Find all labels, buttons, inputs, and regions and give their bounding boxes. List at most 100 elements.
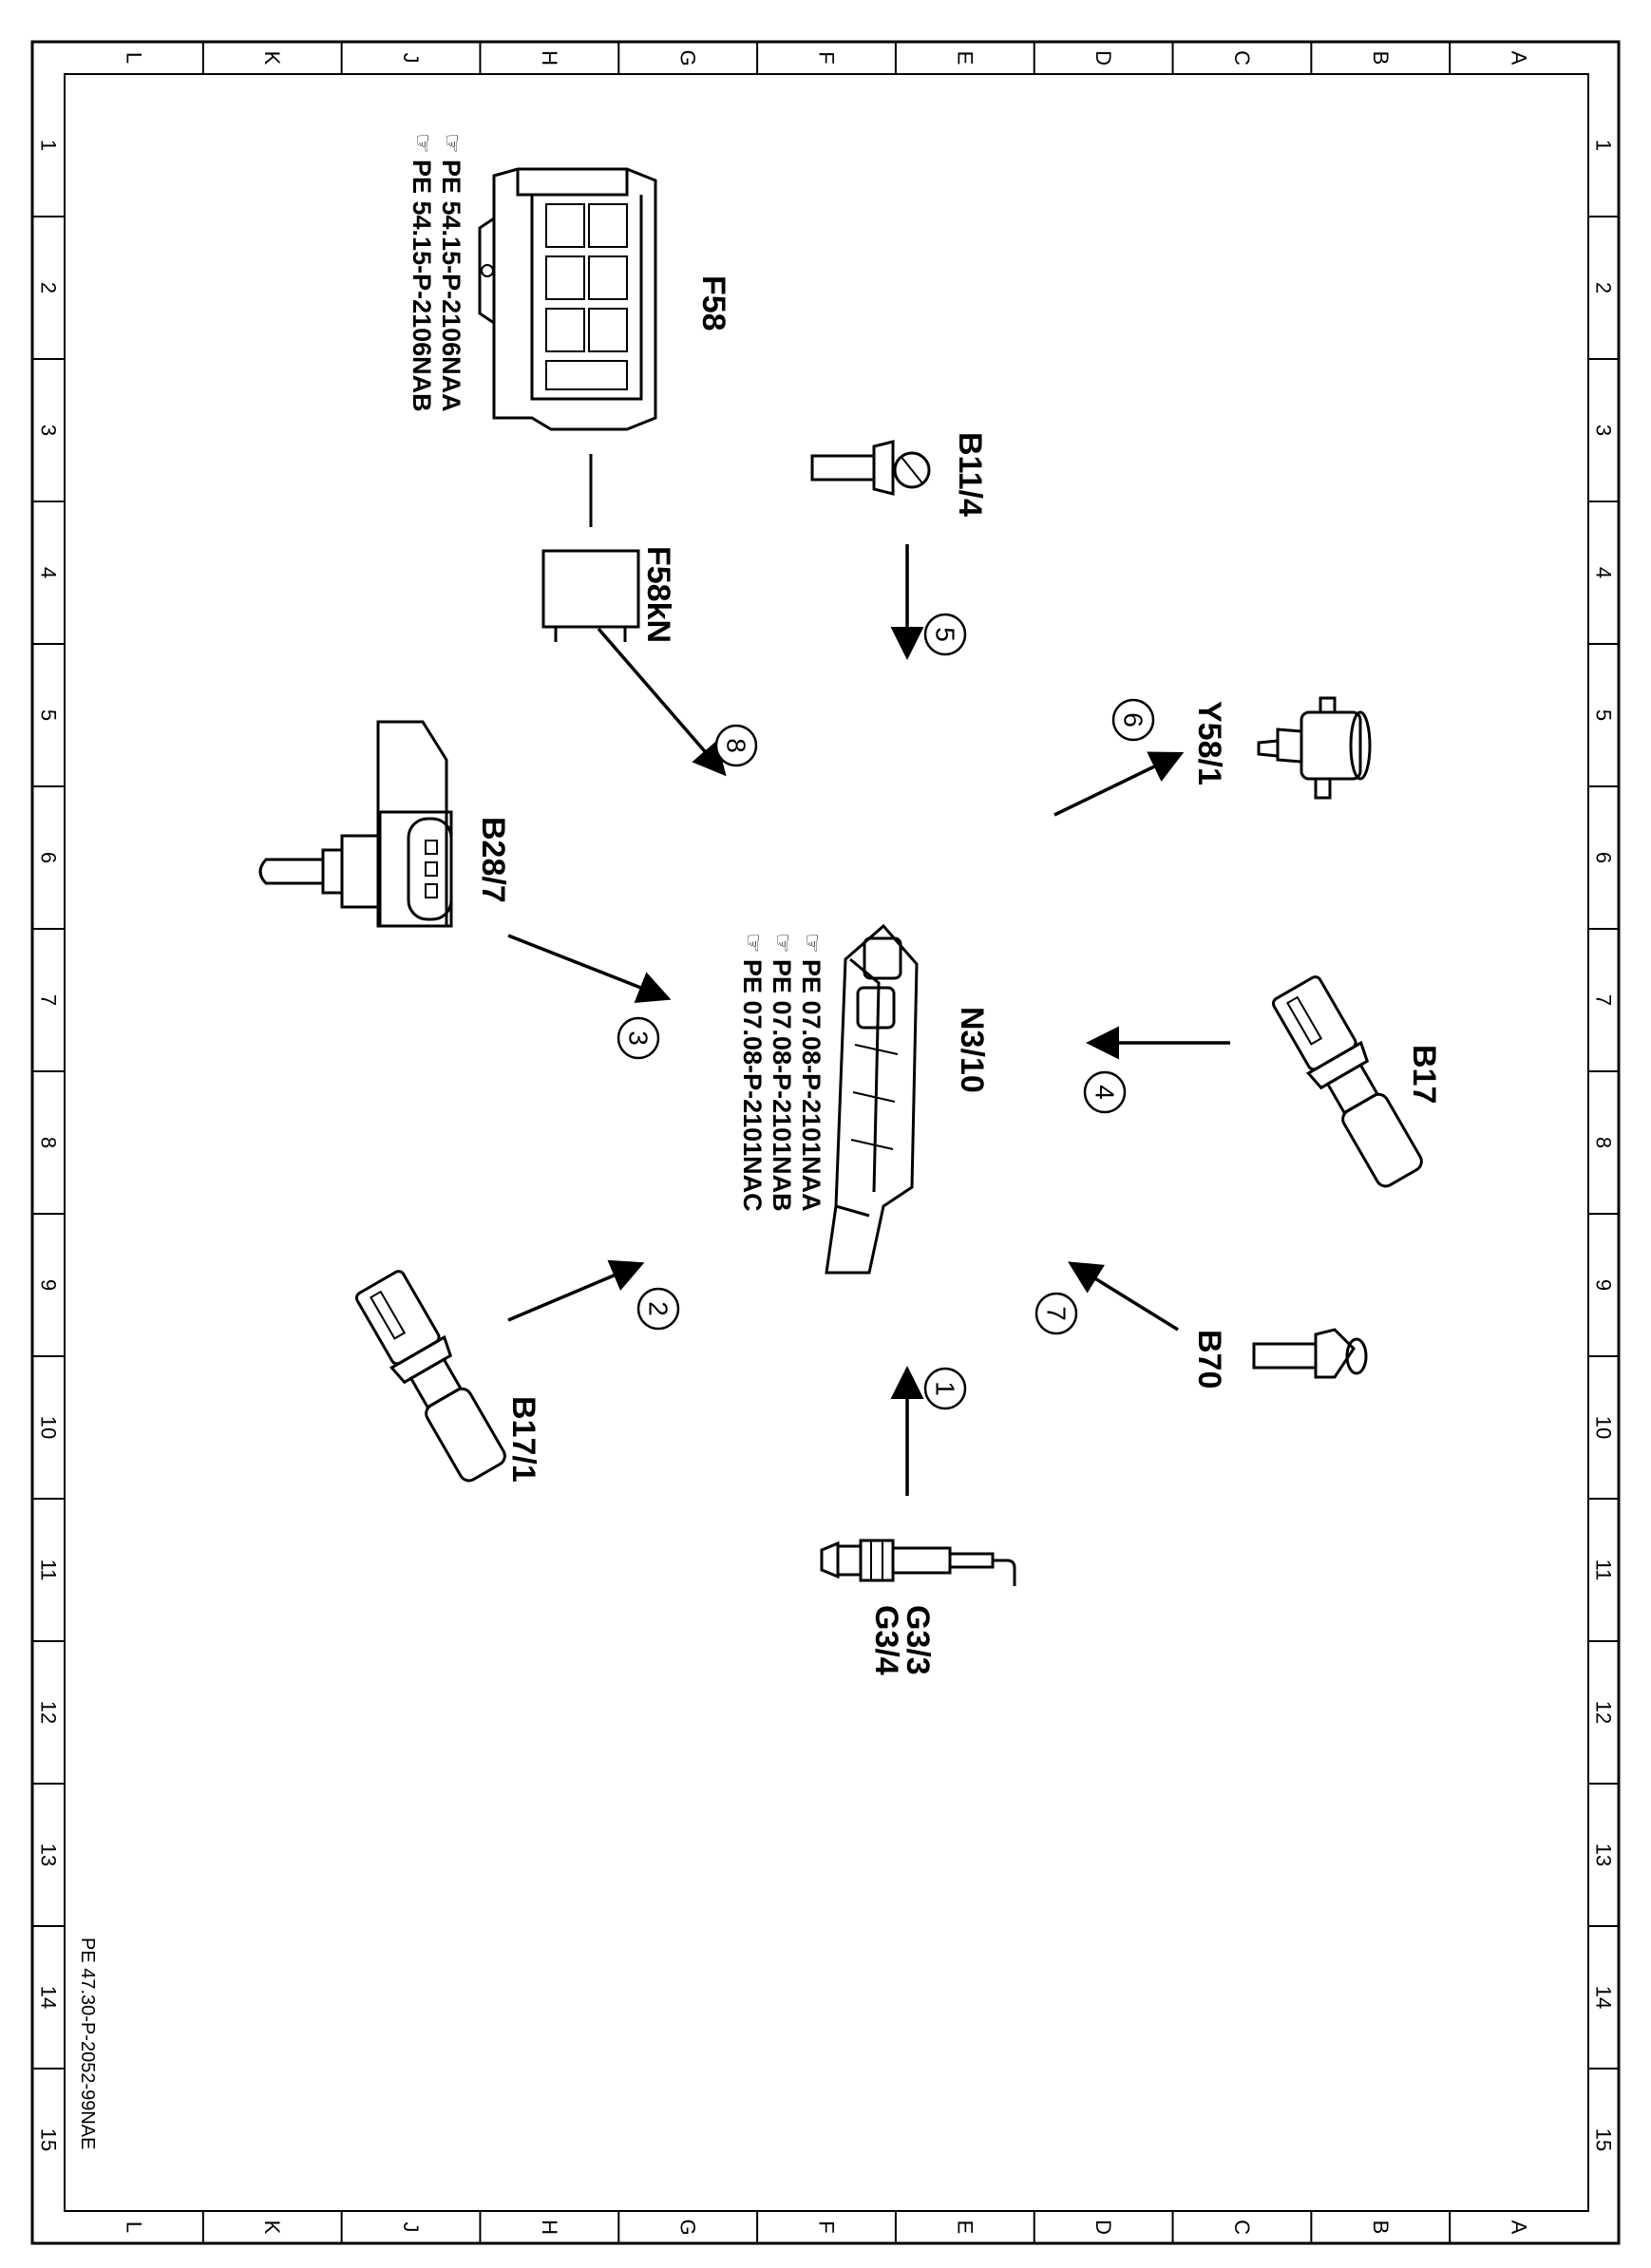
grid-number: 7 bbox=[37, 994, 61, 1006]
grid-number: 15 bbox=[37, 2128, 61, 2151]
n3-10-refs: PE 07.08-P-2101NAA PE 07.08-P-2101NAB PE… bbox=[738, 933, 826, 1212]
grid-number: 1 bbox=[1592, 140, 1616, 151]
n3-10-ref-2: PE 07.08-P-2101NAB bbox=[768, 959, 796, 1212]
grid-number: 5 bbox=[1592, 709, 1616, 721]
b11-4-sensor bbox=[810, 440, 931, 496]
grid-letter: K bbox=[260, 2221, 284, 2235]
grid-number: 10 bbox=[1592, 1416, 1616, 1439]
arrow-7 bbox=[1068, 1261, 1179, 1332]
n3-10-ref-3: PE 07.08-P-2101NAC bbox=[738, 959, 767, 1212]
g3-3-label: G3/3 bbox=[900, 1605, 936, 1675]
grid-letter: C bbox=[1230, 50, 1254, 66]
grid-letter: L bbox=[122, 2221, 145, 2233]
outer-frame bbox=[30, 40, 1621, 2245]
f58kn-label: F58kN bbox=[640, 546, 676, 643]
grid-number: 11 bbox=[1592, 1559, 1616, 1581]
grid-number: 12 bbox=[1592, 1701, 1616, 1724]
callout-8: 8 bbox=[714, 724, 758, 767]
f58-fuse-box bbox=[478, 167, 657, 431]
grid-ticks bbox=[32, 42, 1619, 2243]
grid-number: 13 bbox=[37, 1843, 61, 1866]
grid-number: 4 bbox=[37, 567, 61, 578]
grid-number: 13 bbox=[1592, 1843, 1616, 1866]
grid-letter: B bbox=[1369, 2221, 1393, 2235]
hand-pointer-icon: ☞ bbox=[799, 933, 826, 954]
grid-letter: H bbox=[538, 2220, 561, 2235]
inner-frame bbox=[64, 73, 1589, 2212]
arrow-2 bbox=[507, 1259, 645, 1322]
n3-10-ref-1: PE 07.08-P-2101NAA bbox=[797, 959, 826, 1212]
b11-4-label: B11/4 bbox=[952, 432, 988, 517]
g3-oxygen-sensor bbox=[820, 1539, 1016, 1586]
f58-ref-2: PE 54.15-P-2106NAB bbox=[408, 160, 436, 412]
callout-2: 2 bbox=[636, 1287, 680, 1331]
n3-10-label: N3/10 bbox=[954, 1007, 990, 1093]
grid-number: 14 bbox=[37, 1986, 61, 2009]
grid-number: 10 bbox=[37, 1416, 61, 1439]
callout-5: 5 bbox=[923, 613, 967, 656]
b28-7-label: B28/7 bbox=[475, 817, 511, 903]
grid-number: 9 bbox=[1592, 1279, 1616, 1291]
grid-number: 15 bbox=[1592, 2128, 1616, 2151]
grid-letter: K bbox=[260, 51, 284, 66]
hand-pointer-icon: ☞ bbox=[769, 933, 796, 954]
b70-sensor bbox=[1252, 1328, 1368, 1379]
grid-number: 3 bbox=[1592, 425, 1616, 436]
callout-7-number: 7 bbox=[1042, 1306, 1072, 1321]
grid-number: 2 bbox=[1592, 282, 1616, 293]
hand-pointer-icon: ☞ bbox=[740, 933, 767, 954]
grid-number: 9 bbox=[37, 1279, 61, 1291]
grid-letter: A bbox=[1508, 51, 1531, 66]
grid-letter: L bbox=[122, 52, 145, 64]
y58-1-valve bbox=[1257, 696, 1372, 800]
f58kn-relay bbox=[541, 549, 640, 642]
b70-label: B70 bbox=[1191, 1330, 1227, 1389]
grid-number: 8 bbox=[1592, 1137, 1616, 1148]
grid-number: 7 bbox=[1592, 994, 1616, 1006]
b17-sensor bbox=[1271, 975, 1423, 1188]
arrow-8 bbox=[597, 627, 727, 777]
b28-7-sensor bbox=[258, 720, 453, 928]
f58-ref-1: PE 54.15-P-2106NAA bbox=[437, 160, 465, 412]
grid-letter: D bbox=[1091, 2220, 1115, 2235]
callout-4-number: 4 bbox=[1091, 1085, 1120, 1100]
b17-1-sensor bbox=[354, 1270, 506, 1483]
grid-number: 5 bbox=[37, 709, 61, 721]
grid-letter: E bbox=[953, 2221, 977, 2235]
hand-pointer-icon: ☞ bbox=[409, 133, 436, 154]
callout-1: 1 bbox=[923, 1367, 967, 1410]
doc-reference: PE 47.30-P-2052-99NAE bbox=[77, 1937, 98, 2149]
callout-7: 7 bbox=[1034, 1292, 1078, 1335]
grid-letter: B bbox=[1369, 51, 1393, 66]
grid-number: 3 bbox=[37, 425, 61, 436]
b17-label: B17 bbox=[1406, 1045, 1442, 1104]
y58-1-label: Y58/1 bbox=[1191, 701, 1227, 785]
grid-letter: G bbox=[676, 49, 700, 66]
n3-10-ecu bbox=[825, 923, 919, 1275]
grid-number: 14 bbox=[1592, 1986, 1616, 2009]
callout-3: 3 bbox=[617, 1016, 660, 1060]
grid-letter: J bbox=[399, 2222, 423, 2233]
callout-6: 6 bbox=[1111, 698, 1155, 742]
grid-letter: D bbox=[1091, 50, 1115, 66]
grid-number: 6 bbox=[37, 852, 61, 863]
arrow-3 bbox=[507, 934, 672, 1004]
hand-pointer-icon: ☞ bbox=[439, 133, 465, 154]
callout-6-number: 6 bbox=[1119, 712, 1148, 728]
f58-label: F58 bbox=[695, 275, 731, 331]
callout-1-number: 1 bbox=[931, 1381, 960, 1396]
grid-letter: A bbox=[1508, 2221, 1531, 2235]
b17-1-label: B17/1 bbox=[505, 1396, 541, 1483]
grid-letter: J bbox=[399, 53, 423, 64]
grid-letter: H bbox=[538, 50, 561, 66]
grid-letter: C bbox=[1230, 2220, 1254, 2235]
grid-letter: G bbox=[676, 2219, 700, 2235]
grid-number: 2 bbox=[37, 282, 61, 293]
grid-number: 11 bbox=[37, 1559, 61, 1581]
grid-letter: F bbox=[815, 2221, 839, 2233]
grid-number: 8 bbox=[37, 1137, 61, 1148]
